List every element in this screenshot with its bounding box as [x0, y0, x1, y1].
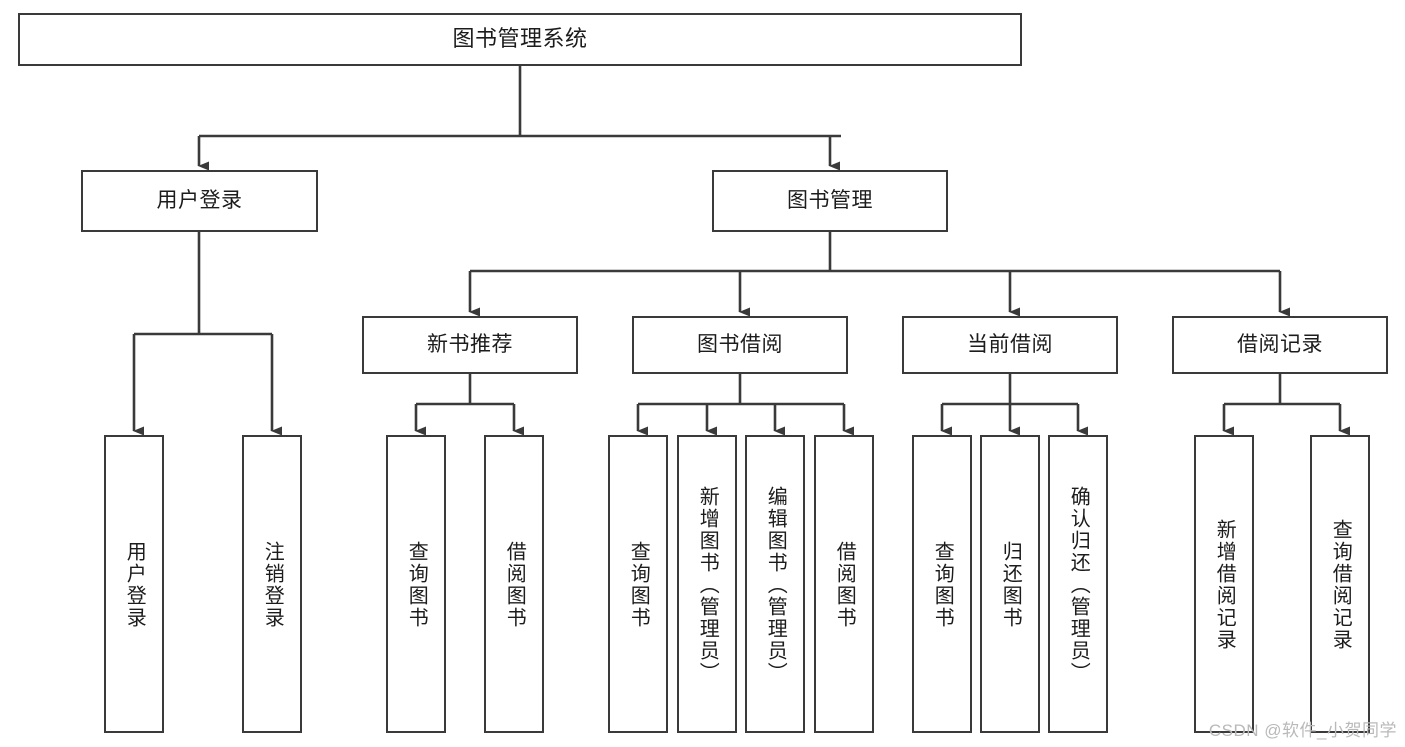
- node-leaf-confirm-return[interactable]: 确认归还（管理员）: [1048, 435, 1108, 733]
- leaf-query-book-3-inner: 查询图书: [914, 439, 970, 731]
- leaf-add-record-inner: 新增借阅记录: [1196, 439, 1252, 731]
- node-leaf-logout-label: 注销登录: [261, 541, 284, 629]
- node-leaf-return-book[interactable]: 归还图书: [980, 435, 1040, 733]
- node-leaf-query-book-1[interactable]: 查询图书: [386, 435, 446, 733]
- leaf-user-login-inner: 用户登录: [106, 439, 162, 731]
- node-leaf-add-book-label: 新增图书（管理员）: [696, 486, 719, 684]
- leaf-add-book-inner: 新增图书（管理员）: [679, 439, 735, 731]
- node-leaf-borrow-book-2-label: 借阅图书: [833, 541, 856, 629]
- node-current-borrow-label: 当前借阅: [967, 332, 1053, 356]
- leaf-edit-book-inner: 编辑图书（管理员）: [747, 439, 803, 731]
- node-leaf-user-login[interactable]: 用户登录: [104, 435, 164, 733]
- node-leaf-query-record[interactable]: 查询借阅记录: [1310, 435, 1370, 733]
- leaf-confirm-return-inner: 确认归还（管理员）: [1050, 439, 1106, 731]
- node-leaf-add-record-label: 新增借阅记录: [1213, 519, 1236, 651]
- node-leaf-query-book-3[interactable]: 查询图书: [912, 435, 972, 733]
- node-leaf-borrow-book-1-label: 借阅图书: [503, 541, 526, 629]
- node-leaf-borrow-book-1[interactable]: 借阅图书: [484, 435, 544, 733]
- node-book-manage-label: 图书管理: [787, 188, 873, 212]
- node-leaf-confirm-return-label: 确认归还（管理员）: [1067, 486, 1090, 684]
- leaf-borrow-book-2-inner: 借阅图书: [816, 439, 872, 731]
- node-user-login-label: 用户登录: [156, 188, 243, 212]
- leaf-borrow-book-1-inner: 借阅图书: [486, 439, 542, 731]
- node-borrow-record[interactable]: 借阅记录: [1172, 316, 1388, 374]
- node-new-book-rec[interactable]: 新书推荐: [362, 316, 578, 374]
- node-leaf-add-record[interactable]: 新增借阅记录: [1194, 435, 1254, 733]
- node-root-label: 图书管理系统: [452, 26, 588, 52]
- node-book-manage[interactable]: 图书管理: [712, 170, 948, 232]
- node-leaf-logout[interactable]: 注销登录: [242, 435, 302, 733]
- node-leaf-edit-book[interactable]: 编辑图书（管理员）: [745, 435, 805, 733]
- node-leaf-return-book-label: 归还图书: [999, 541, 1022, 629]
- node-root[interactable]: 图书管理系统: [18, 13, 1022, 66]
- node-leaf-query-record-label: 查询借阅记录: [1329, 519, 1352, 651]
- node-user-login[interactable]: 用户登录: [81, 170, 318, 232]
- leaf-query-book-1-inner: 查询图书: [388, 439, 444, 731]
- node-book-borrow-label: 图书借阅: [697, 332, 783, 356]
- node-leaf-query-book-1-label: 查询图书: [405, 541, 428, 629]
- leaf-query-record-inner: 查询借阅记录: [1312, 439, 1368, 731]
- watermark-text: CSDN @软件_小贺同学: [1208, 721, 1397, 740]
- node-leaf-user-login-label: 用户登录: [123, 541, 146, 629]
- leaf-return-book-inner: 归还图书: [982, 439, 1038, 731]
- node-leaf-edit-book-label: 编辑图书（管理员）: [764, 486, 787, 684]
- node-leaf-borrow-book-2[interactable]: 借阅图书: [814, 435, 874, 733]
- node-leaf-query-book-2-label: 查询图书: [627, 541, 650, 629]
- node-new-book-rec-label: 新书推荐: [427, 332, 513, 356]
- node-current-borrow[interactable]: 当前借阅: [902, 316, 1118, 374]
- node-leaf-add-book[interactable]: 新增图书（管理员）: [677, 435, 737, 733]
- leaf-query-book-2-inner: 查询图书: [610, 439, 666, 731]
- node-book-borrow[interactable]: 图书借阅: [632, 316, 848, 374]
- node-leaf-query-book-2[interactable]: 查询图书: [608, 435, 668, 733]
- node-leaf-query-book-3-label: 查询图书: [931, 541, 954, 629]
- leaf-logout-inner: 注销登录: [244, 439, 300, 731]
- node-borrow-record-label: 借阅记录: [1237, 332, 1323, 356]
